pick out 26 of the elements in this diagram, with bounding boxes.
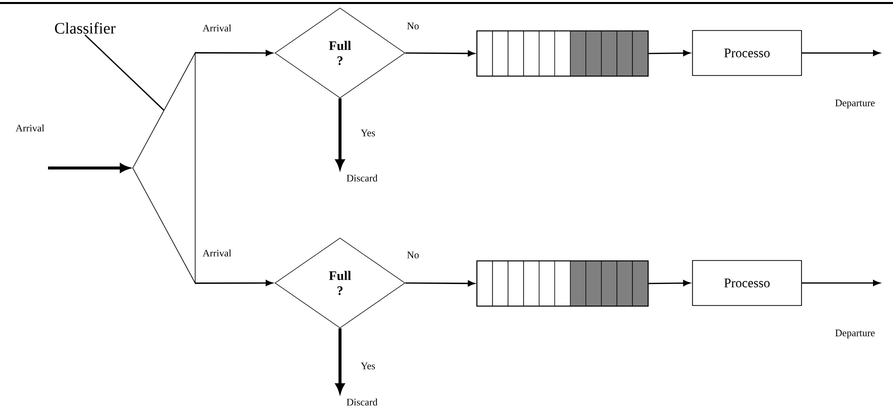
classifier-label: Classifier [55,22,116,34]
edge-label: No [406,250,420,260]
queue-buffer [476,260,649,307]
arrow [48,164,130,172]
queue-buffer [476,30,649,77]
discard-label: Discard [346,398,378,406]
arrow [405,280,475,286]
edge-label: Arrival [202,23,232,33]
arrow [802,280,880,286]
process-box: Processo [692,260,802,306]
arrow [648,50,690,56]
arrow [802,50,880,56]
edge-label: Departure [834,328,876,340]
edge-label: Arrival [14,123,46,133]
edge-label: Departure [834,98,876,110]
edge-label: Yes [360,128,376,138]
edge-label: No [406,22,420,30]
arrow [405,50,475,56]
edge-label: Arrival [202,248,232,258]
leader-line [84,34,164,111]
arrow [195,50,273,56]
arrow [648,280,690,286]
arrow [195,280,273,286]
edge-label: Yes [360,362,376,370]
process-box: Processo [692,30,802,76]
discard-label: Discard [346,174,378,182]
